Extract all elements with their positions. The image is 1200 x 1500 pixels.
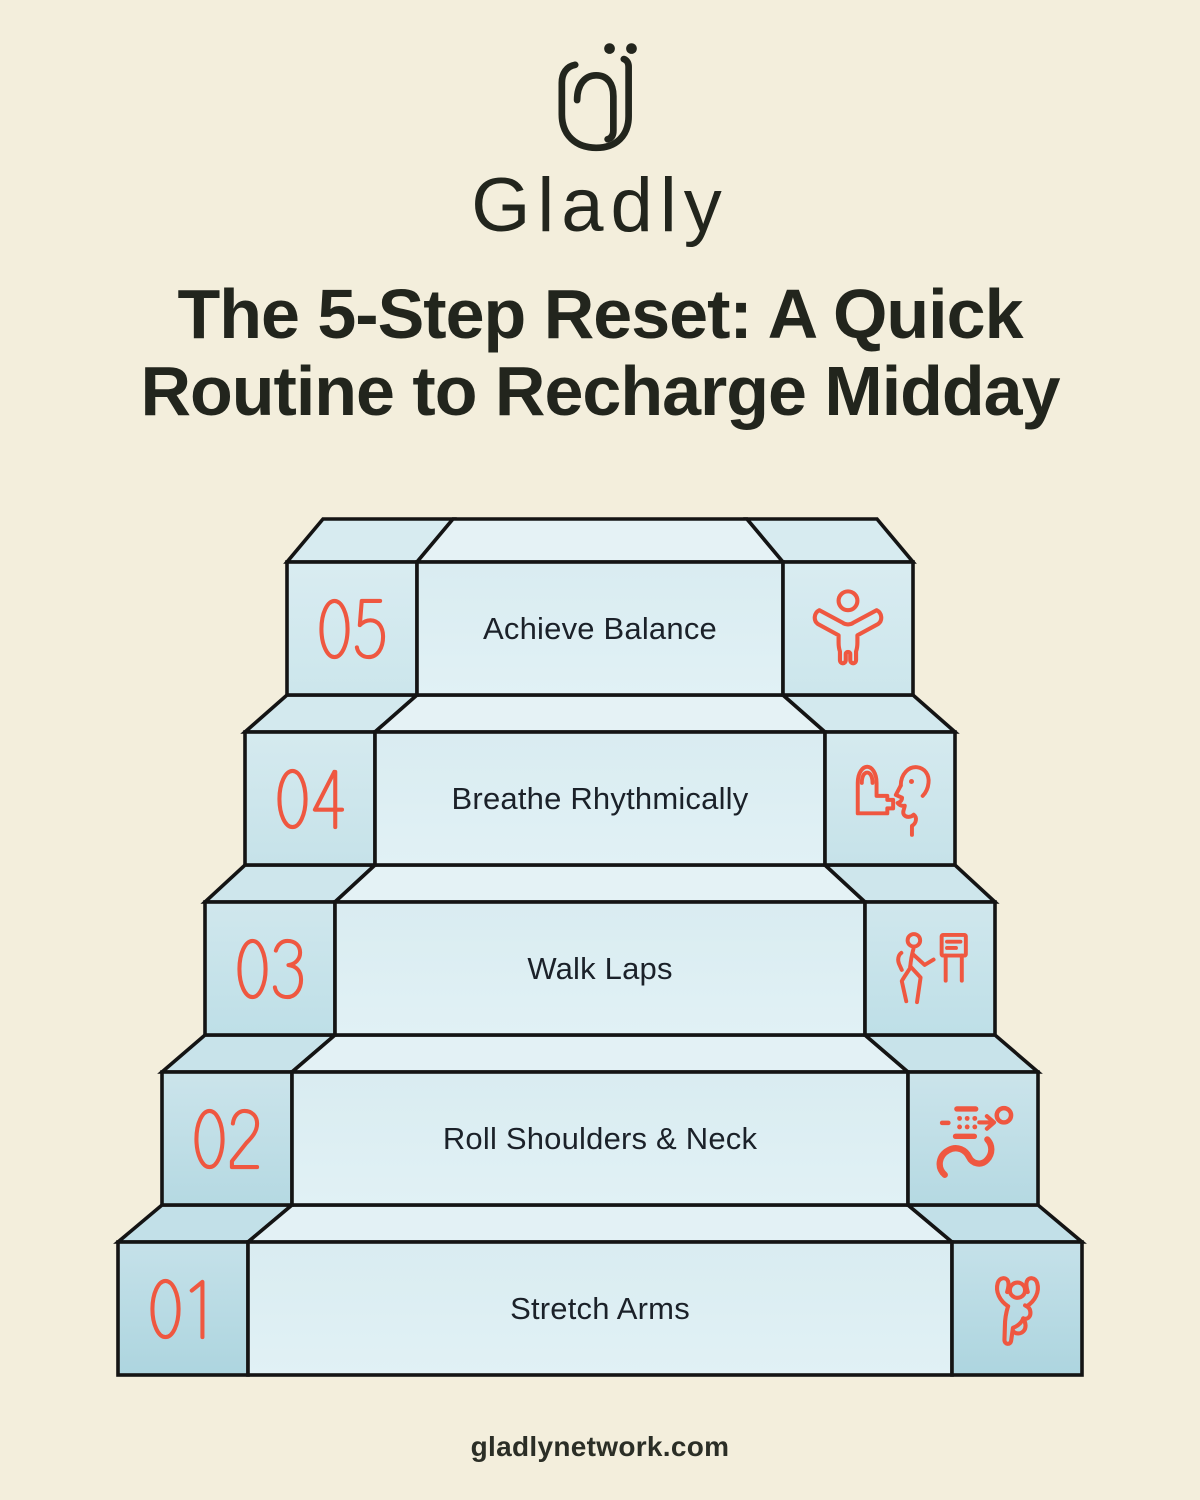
step-03-number: [205, 902, 335, 1035]
shoulder-roll-motion-icon: [908, 1072, 1038, 1205]
walking-signpost-icon: [865, 902, 995, 1035]
step-03-label: Walk Laps: [527, 950, 673, 986]
inhaler-face-icon: [825, 732, 955, 865]
step-05-label: Achieve Balance: [483, 610, 717, 646]
footer-website: gladlynetwork.com: [470, 1431, 730, 1462]
step-02-number: [162, 1072, 292, 1205]
step-01-number: [118, 1242, 248, 1375]
stretch-person-icon: [952, 1242, 1082, 1375]
step-02-label: Roll Shoulders & Neck: [442, 1120, 758, 1156]
step-04-label: Breathe Rhythmically: [451, 780, 749, 816]
page-title-line1: The 5-Step Reset: A Quick: [177, 275, 1023, 353]
step-04-number: [245, 732, 375, 865]
step-05-number: [287, 562, 417, 695]
page-title: The 5-Step Reset: A Quick Routine to Rec…: [40, 276, 1160, 430]
page-title-line2: Routine to Recharge Midday: [140, 352, 1060, 430]
balance-person-icon: [783, 562, 913, 695]
brand-wordmark: Gladly: [471, 163, 729, 248]
brand-logo-area: [0, 40, 1200, 164]
step-01-label: Stretch Arms: [510, 1290, 690, 1326]
gladly-monogram-icon: [558, 43, 637, 152]
